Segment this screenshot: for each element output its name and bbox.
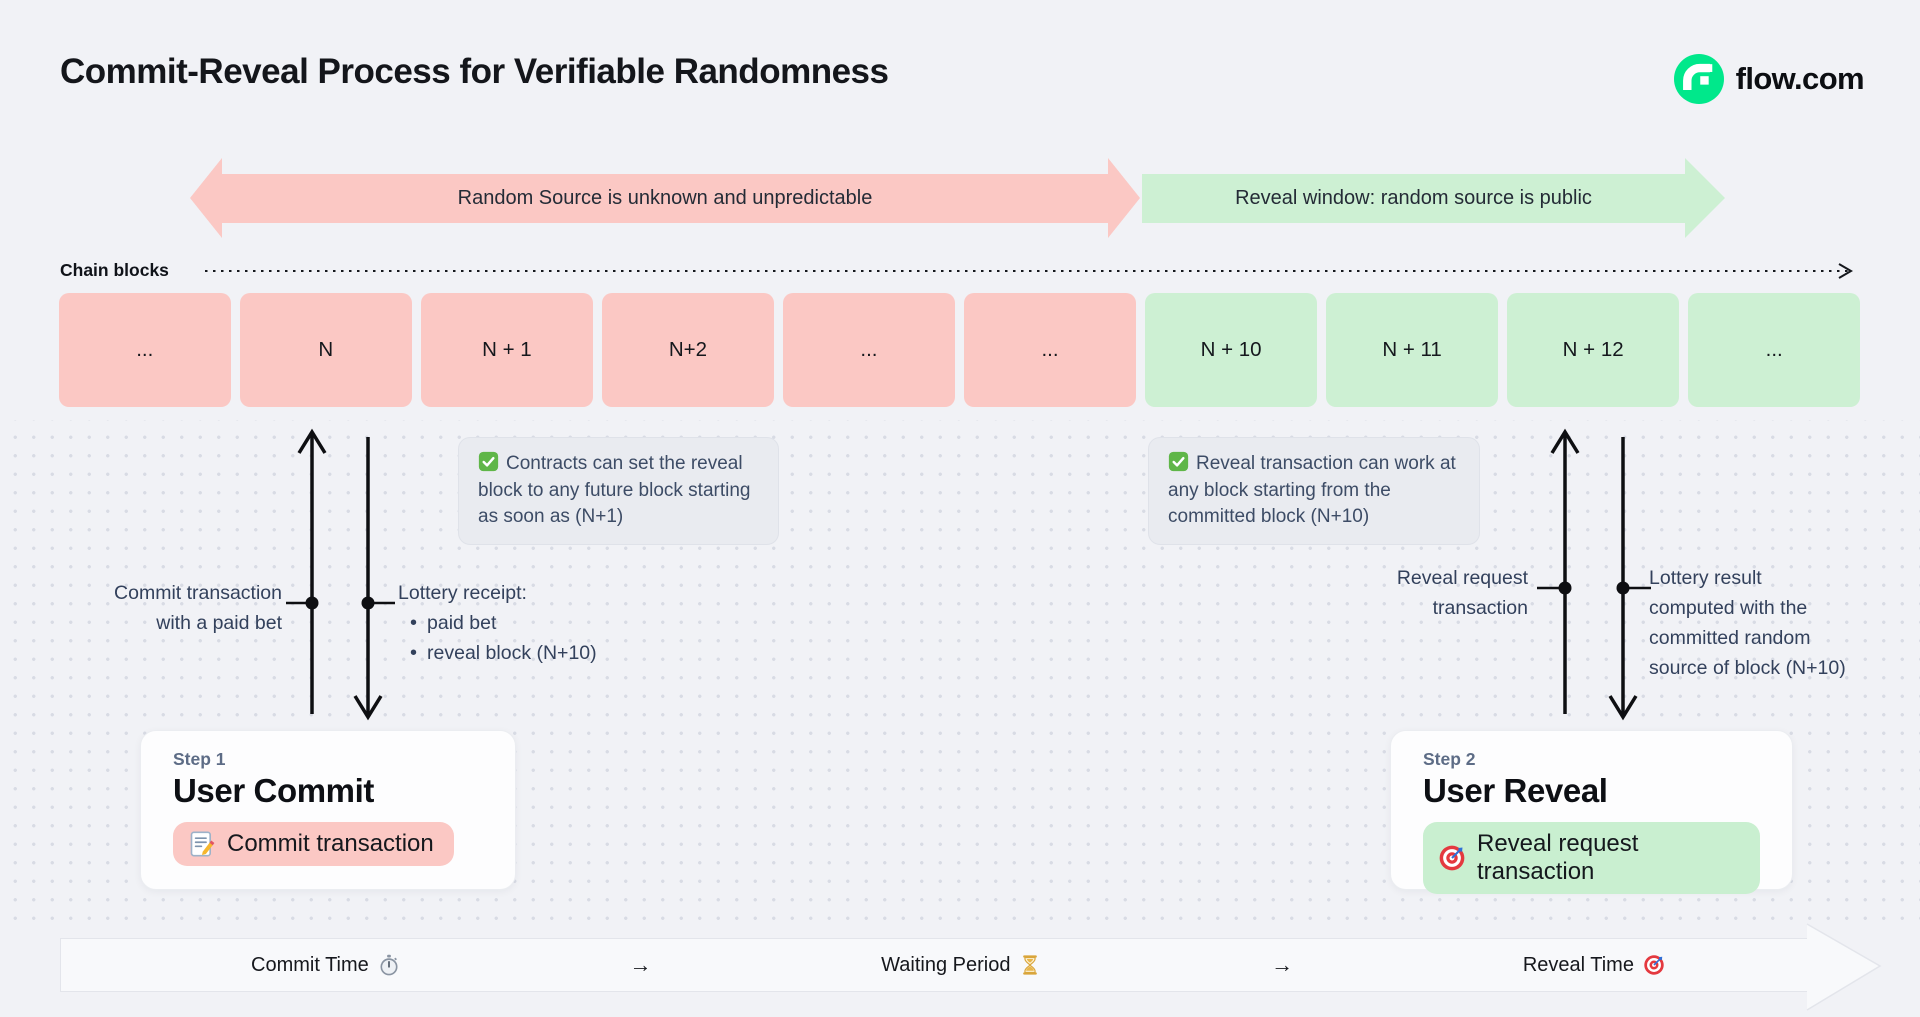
phase-arrow-commit-label: Random Source is unknown and unpredictab… (222, 173, 1108, 223)
timeline-arrow: → (629, 952, 652, 977)
chain-block: N (240, 293, 412, 407)
timeline-item-reveal-time: Reveal Time (1523, 954, 1665, 977)
note-commit-window: Contracts can set the reveal block to an… (458, 437, 779, 545)
check-icon (478, 451, 499, 472)
lottery-result-label: Lottery result computed with the committ… (1649, 563, 1846, 683)
reveal-request-label: Reveal request transaction (1397, 563, 1528, 623)
label-line: transaction (1432, 597, 1528, 619)
label-line: source of block (N+10) (1649, 657, 1846, 679)
bullet-item: reveal block (N+10) (398, 638, 597, 668)
step-eyebrow: Step 2 (1423, 749, 1476, 769)
label-line: committed random (1649, 627, 1811, 649)
timeline-label: Waiting Period (881, 953, 1011, 976)
bullet-text: reveal block (N+10) (427, 642, 597, 664)
chain-block: ... (1688, 293, 1860, 407)
label-line: computed with the (1649, 597, 1808, 619)
page-title: Commit-Reveal Process for Verifiable Ran… (60, 52, 889, 91)
hourglass-icon (1023, 955, 1038, 975)
note-reveal-window: Reveal transaction can work at any block… (1148, 437, 1480, 545)
chain-block: N + 11 (1326, 293, 1498, 407)
label-line: Lottery receipt: (398, 582, 527, 604)
phase-arrow-reveal-label: Reveal window: random source is public (1142, 173, 1685, 223)
step-eyebrow: Step 1 (173, 749, 226, 769)
step-card-user-commit: Step 1 User Commit Commit transaction (140, 730, 516, 890)
chain-block: N + 12 (1507, 293, 1679, 407)
target-icon (1644, 955, 1664, 975)
badge-label: Reveal request transaction (1477, 830, 1639, 885)
label-line: Lottery result (1649, 567, 1762, 589)
timeline-item-commit-time: Commit Time (251, 954, 400, 977)
label-line: Commit transaction (114, 582, 282, 604)
memo-icon (190, 831, 215, 857)
lottery-receipt-label: Lottery receipt: paid bet reveal block (… (398, 578, 597, 668)
badge-label: Commit transaction (227, 830, 434, 857)
arrowhead-left-icon (190, 158, 222, 238)
label-line: Reveal request (1396, 567, 1528, 589)
timeline-label: Reveal Time (1522, 953, 1634, 976)
bullet-item: paid bet (398, 608, 597, 638)
chain-block: ... (59, 293, 231, 407)
commit-transaction-label: Commit transaction with a paid bet (114, 578, 282, 638)
flow-logo-icon (1673, 54, 1724, 104)
chain-block: ... (964, 293, 1136, 407)
timeline-item-waiting-period: Waiting Period (881, 954, 1041, 977)
chain-blocks-row: ... N N + 1 N+2 ... ... N + 10 N + 11 N … (59, 293, 1860, 407)
label-line: with a paid bet (156, 612, 282, 634)
check-icon (1168, 451, 1189, 472)
phase-arrow-reveal: Reveal window: random source is public (1142, 158, 1725, 238)
reveal-request-badge: Reveal request transaction (1423, 822, 1760, 894)
timeline-bar: Commit Time → Waiting Period → Reveal Ti… (60, 938, 1815, 992)
arrowhead-right-icon (1108, 158, 1140, 238)
chain-blocks-label: Chain blocks (60, 260, 169, 280)
note-text: Contracts can set the reveal block to an… (478, 453, 751, 527)
brand-name: flow.com (1735, 61, 1865, 96)
timeline-arrow: → (1271, 952, 1294, 977)
target-icon (1439, 845, 1465, 871)
phase-arrow-commit: Random Source is unknown and unpredictab… (190, 158, 1140, 238)
commit-transaction-badge: Commit transaction (173, 822, 454, 866)
bullet-text: paid bet (427, 612, 497, 634)
step-card-user-reveal: Step 2 User Reveal Reveal request transa… (1390, 730, 1793, 894)
chain-block: N + 1 (421, 293, 593, 407)
chain-dotted-line (205, 263, 1853, 279)
step-title: User Reveal (1423, 772, 1608, 809)
chain-block: N + 10 (1145, 293, 1317, 407)
chain-block: ... (783, 293, 955, 407)
timeline-label: Commit Time (251, 953, 369, 976)
note-text: Reveal transaction can work at any block… (1168, 453, 1456, 527)
brand: flow.com (1673, 54, 1865, 104)
step-title: User Commit (173, 772, 374, 809)
stopwatch-icon (380, 954, 398, 976)
arrowhead-right-icon (1685, 158, 1725, 238)
chain-block: N+2 (602, 293, 774, 407)
timeline-end-arrow-icon (1806, 923, 1882, 1011)
